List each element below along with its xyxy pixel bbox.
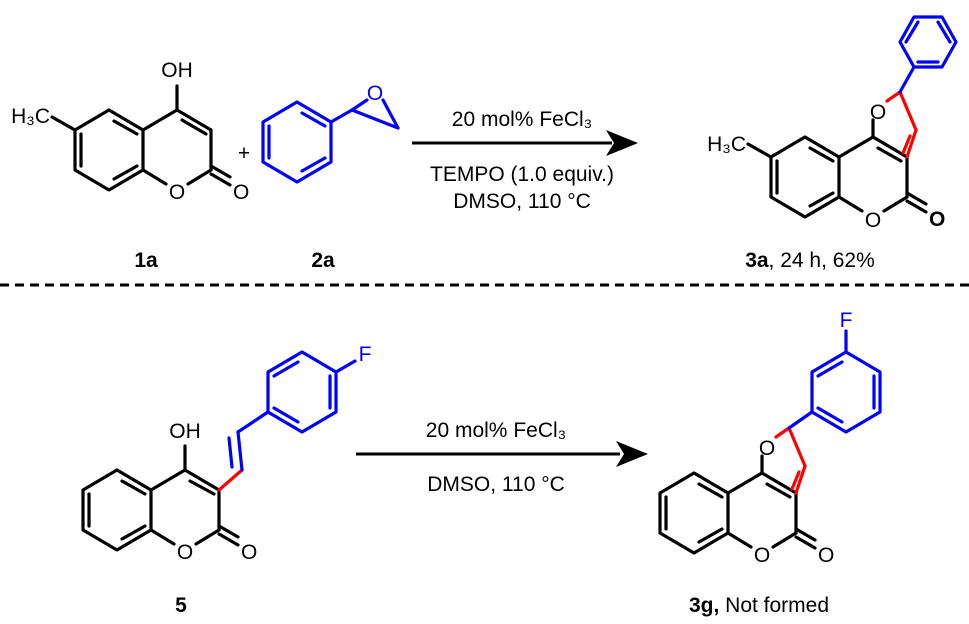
epoxide-oxygen-label: O — [367, 82, 383, 105]
conditions-1-reagent: 20 mol% FeCl₃ — [452, 108, 592, 131]
label-3g: 3g, Not formed — [689, 594, 829, 617]
compound-3a-phenyl — [898, 15, 958, 69]
fluorine-label-3g: F — [840, 309, 853, 332]
furan-oxygen-label-3g: O — [759, 437, 775, 460]
plus-sign: + — [238, 142, 250, 165]
reaction-arrow-2 — [356, 441, 648, 467]
ring-oxygen-label-5: O — [177, 541, 193, 564]
compound-1a-structure — [50, 84, 232, 192]
fluorine-label-5: F — [359, 343, 372, 366]
methyl-label-3a: H₃C — [707, 133, 746, 156]
conditions-2-solvent-temp: DMSO, 110 °C — [427, 473, 565, 496]
carbonyl-oxygen-label-5: O — [241, 541, 257, 564]
ring-oxygen-label-3a: O — [865, 209, 881, 232]
label-2a: 2a — [311, 249, 335, 272]
hydroxyl-label-5: OH — [169, 420, 201, 443]
ring-oxygen-label-3g: O — [754, 544, 770, 567]
label-3a: 3a, 24 h, 62% — [745, 249, 875, 272]
compound-3g-structure — [658, 410, 817, 555]
label-1a: 1a — [134, 249, 158, 272]
compound-5-structure — [81, 350, 357, 552]
conditions-2-reagent: 20 mol% FeCl₃ — [426, 419, 566, 442]
carbonyl-oxygen-label: O — [233, 181, 249, 204]
hydroxyl-label: OH — [161, 59, 193, 82]
conditions-1-additive: TEMPO (1.0 equiv.) — [430, 163, 614, 186]
compound-3a-structure — [746, 65, 928, 219]
compound-2a-structure — [261, 98, 400, 184]
ring-oxygen-label: O — [169, 181, 185, 204]
reaction-arrow-1 — [412, 130, 638, 156]
furan-oxygen-label: O — [870, 101, 886, 124]
compound-3g-fluorophenyl — [810, 329, 882, 434]
carbonyl-oxygen-label-3a: O — [929, 208, 945, 231]
label-5: 5 — [175, 594, 187, 617]
conditions-1-solvent-temp: DMSO, 110 °C — [453, 190, 591, 213]
carbonyl-oxygen-label-3g: O — [818, 544, 834, 567]
methyl-label: H₃C — [11, 105, 50, 128]
